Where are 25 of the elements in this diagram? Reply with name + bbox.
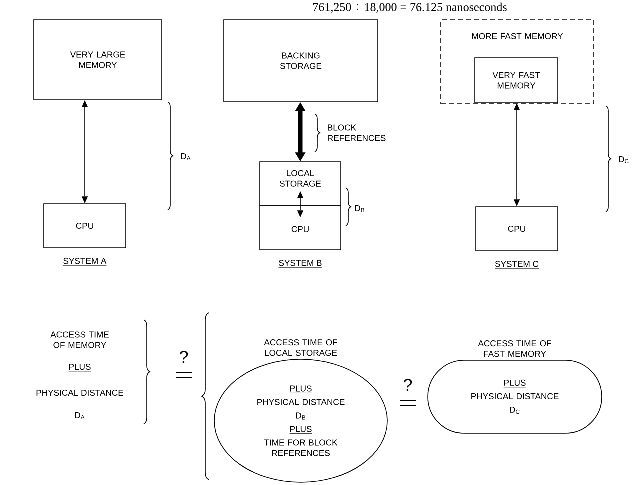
brace-label: BLOCK REFERENCES <box>328 124 386 142</box>
formula-text: PLUS <box>68 364 92 372</box>
node-label: SYSTEM C <box>495 261 539 268</box>
node-label: SYSTEM A <box>64 258 107 264</box>
question-equals-sign: ? <box>400 379 416 406</box>
box: VERY LARGE MEMORY <box>34 20 162 100</box>
rounded-box: ACCESS TIME OF FAST MEMORY PLUS PHYSICAL DISTANCE D$_{C}$ <box>428 340 602 434</box>
node-label: SYSTEM B <box>279 260 322 266</box>
formula-text: ACCESS TIME OF MEMORY <box>50 332 110 348</box>
formula-text: PHYSICAL DISTANCE <box>36 390 124 396</box>
question-equals-sign: ? <box>176 351 192 378</box>
box: CPU SYSTEM A <box>44 204 126 266</box>
dimension-label: D$_{C}$ <box>619 156 629 164</box>
heading-fragment: 761,250 ÷ 18,000 = 76.125 nanoseconds <box>313 2 507 14</box>
dimension-label: D$_{B}$ <box>355 206 365 212</box>
box: BACKING STORAGE <box>224 20 378 102</box>
box: VERY FAST MEMORY <box>474 58 558 104</box>
ellipse-box: ACCESS TIME OF LOCAL STORAGE PLUS PHYSICAL DISTANCE D$_{B}$ PLUS TIME FOR BLOCK REFERENCES <box>214 340 388 483</box>
box: CPU SYSTEM B <box>260 206 342 268</box>
dimension-label: D$_{A}$ <box>181 154 191 160</box>
box: LOCAL STORAGE <box>260 162 342 206</box>
formula-text: D$_{A}$ <box>75 412 85 420</box>
node-label: ACCESS TIME OF LOCAL STORAGE <box>264 340 338 356</box>
node-label: ACCESS TIME OF FAST MEMORY <box>478 340 552 358</box>
box: CPU SYSTEM C <box>476 206 558 269</box>
